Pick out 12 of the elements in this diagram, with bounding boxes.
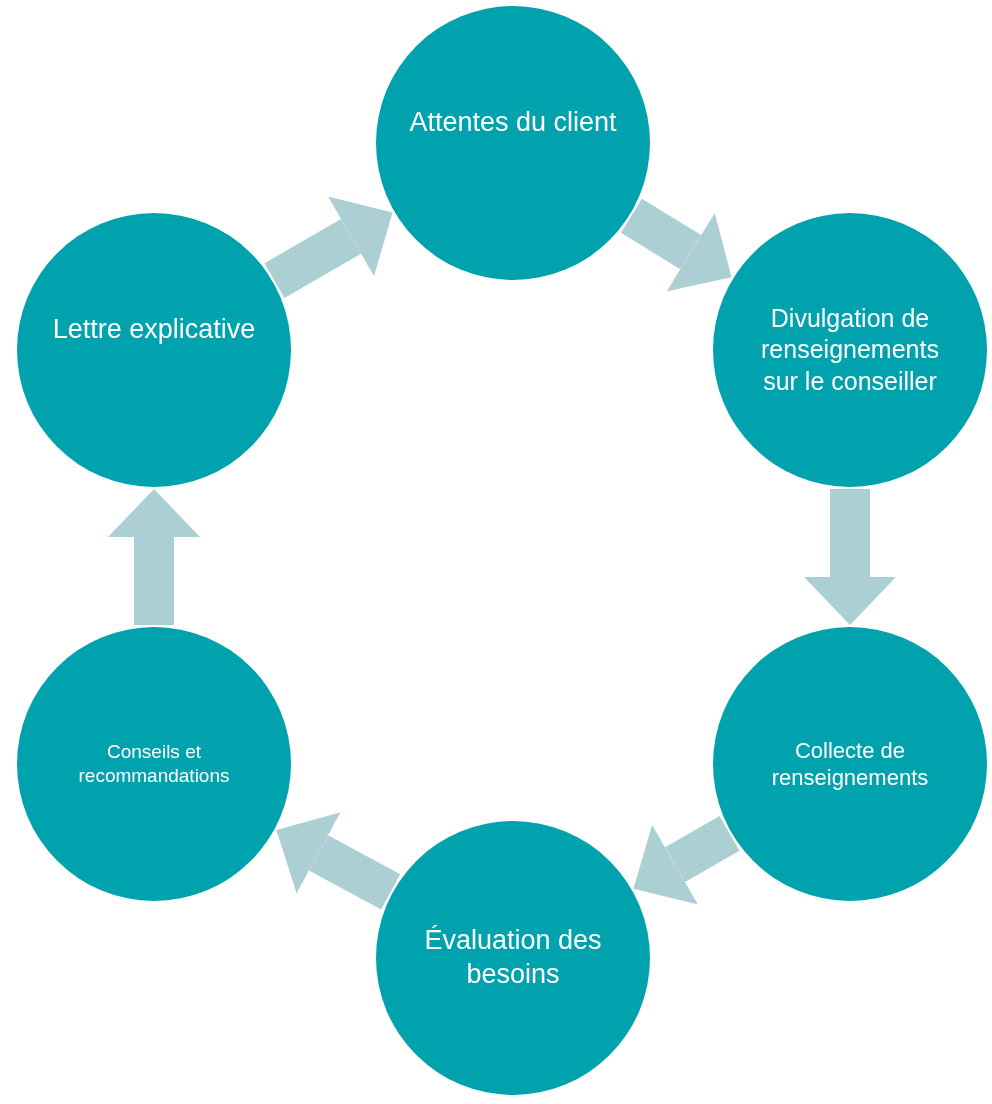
step-label: Collecte de renseignements bbox=[770, 736, 930, 792]
step-label: Évaluation des besoins bbox=[423, 924, 603, 991]
block-arrow bbox=[633, 816, 740, 905]
block-arrow bbox=[804, 489, 896, 625]
block-arrow bbox=[620, 198, 732, 292]
block-arrow bbox=[108, 489, 200, 625]
step-label: Conseils et recommandations bbox=[77, 740, 231, 788]
step-label: Divulgation de renseignements sur le conseiller bbox=[760, 303, 940, 397]
step-label: Attentes du client bbox=[408, 106, 618, 140]
block-arrow bbox=[264, 196, 393, 298]
block-arrow bbox=[276, 812, 401, 910]
step-label: Lettre explicative bbox=[51, 313, 257, 347]
